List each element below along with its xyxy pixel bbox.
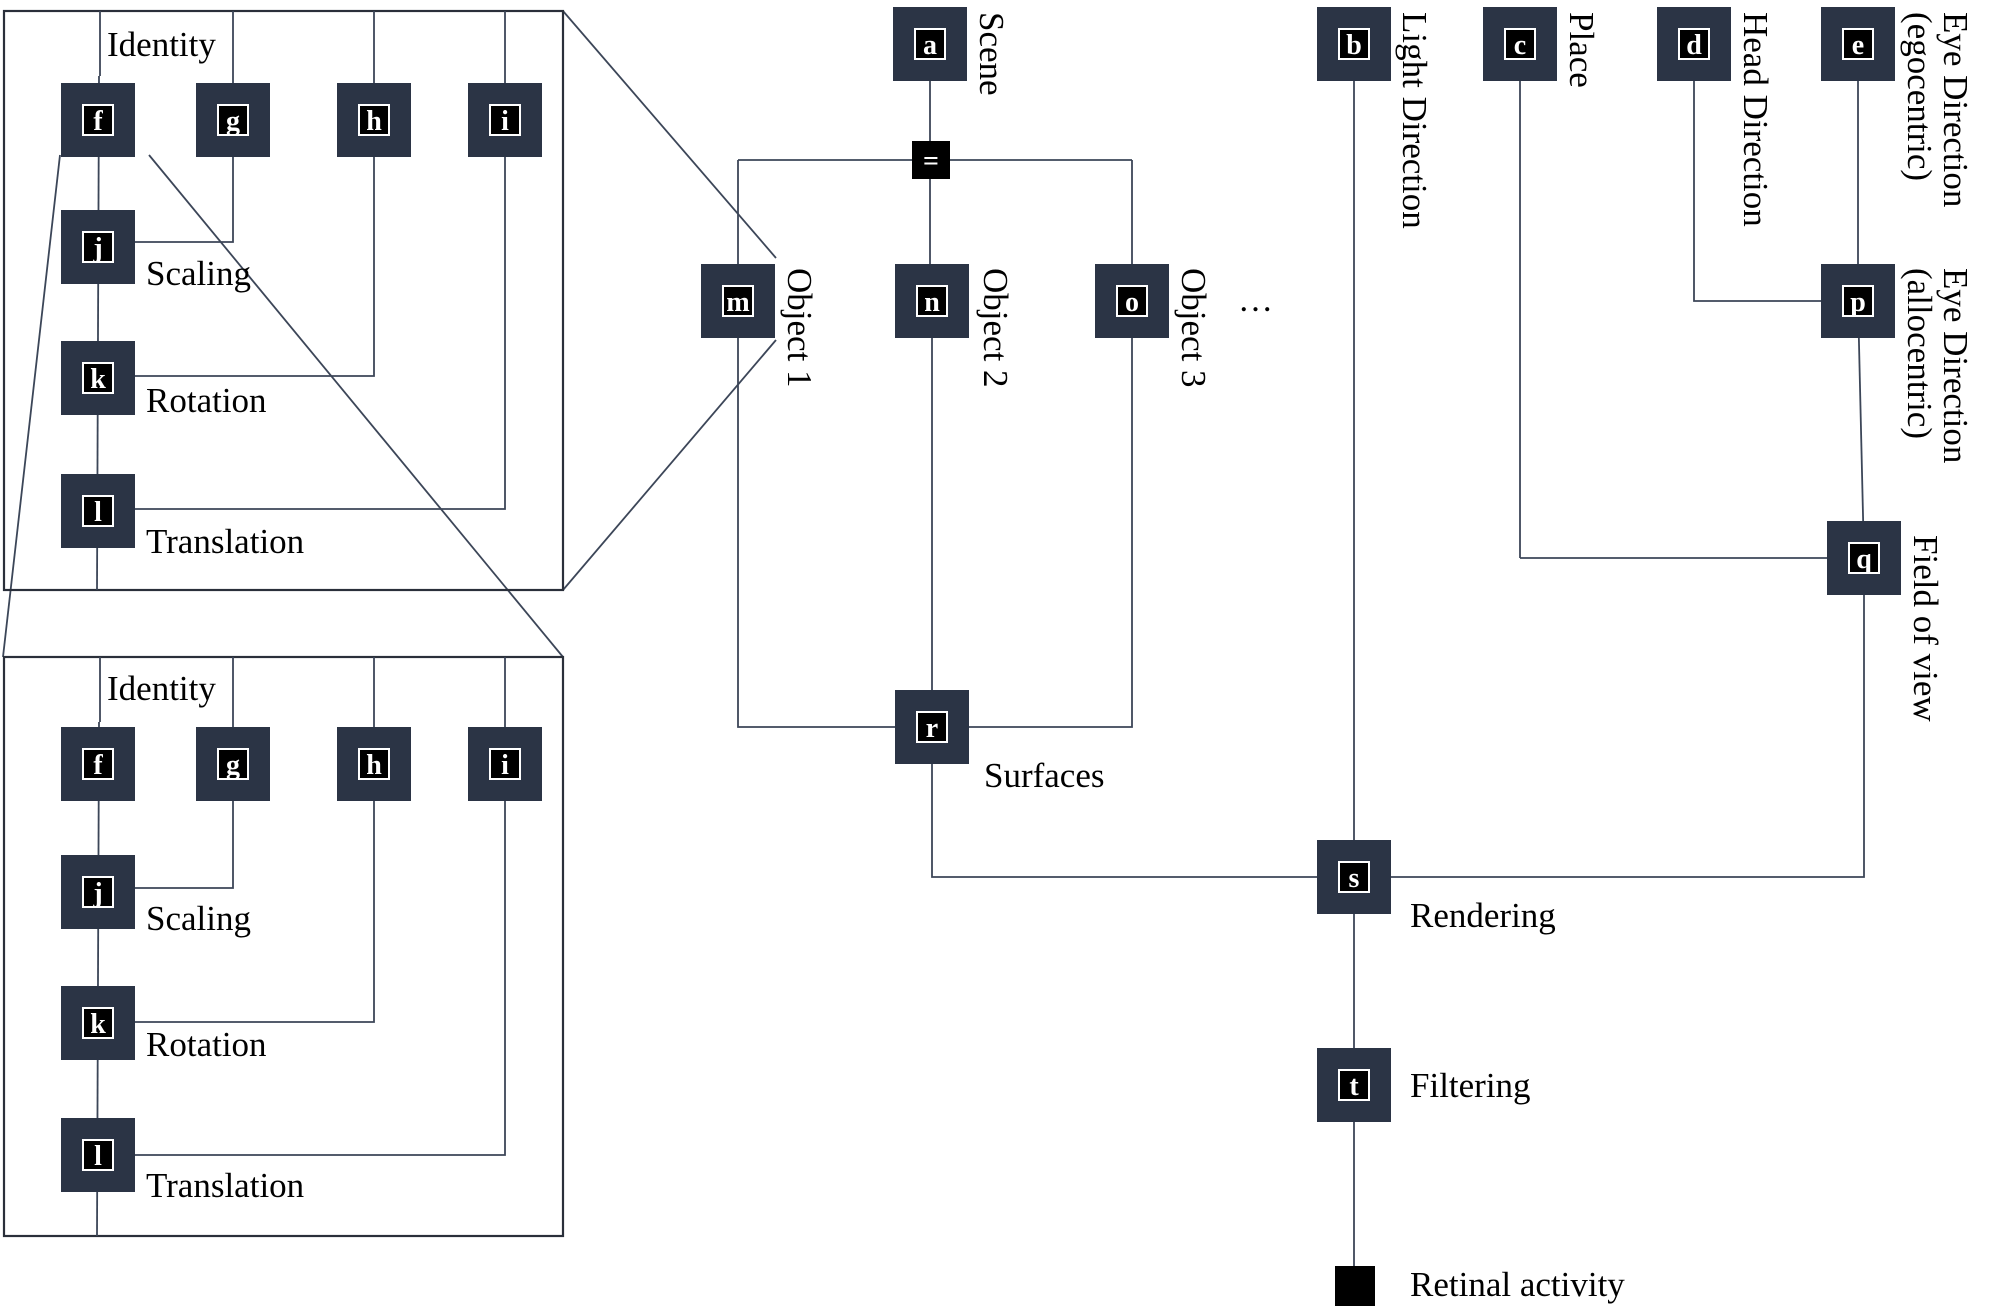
- place-label: Place: [1562, 12, 1601, 88]
- inset-top-node-h: h: [337, 83, 411, 157]
- inset-top-node-k: k: [61, 341, 135, 415]
- svg-text:k: k: [90, 1009, 106, 1040]
- node-s: s: [1317, 840, 1391, 914]
- edges: [2, 10, 1865, 1285]
- filtering-label: Filtering: [1410, 1066, 1531, 1105]
- svg-text:d: d: [1686, 30, 1702, 61]
- svg-text:c: c: [1514, 30, 1526, 61]
- svg-text:i: i: [501, 750, 509, 781]
- inset-top-node-g: g: [196, 83, 270, 157]
- svg-text:o: o: [1125, 287, 1139, 318]
- svg-text:e: e: [1852, 30, 1864, 61]
- inset-top-node-f: f: [61, 83, 135, 157]
- svg-text:h: h: [366, 106, 382, 137]
- inset-top-node-j: j: [61, 210, 135, 284]
- inset-bottom-node-k: k: [61, 986, 135, 1060]
- object-3-label: Object 3: [1174, 268, 1213, 388]
- node-o: o: [1095, 264, 1169, 338]
- node-r: r: [895, 690, 969, 764]
- svg-text:l: l: [94, 1141, 102, 1172]
- svg-text:a: a: [923, 30, 937, 61]
- rotation-label: Rotation: [146, 381, 267, 420]
- svg-text:f: f: [93, 750, 103, 781]
- inset-bottom-node-i: i: [468, 727, 542, 801]
- svg-text:g: g: [226, 106, 240, 137]
- translation-label: Translation: [146, 1166, 304, 1205]
- inset-top-node-l: l: [61, 474, 135, 548]
- inset-top-node-i: i: [468, 83, 542, 157]
- node-b: b: [1317, 7, 1391, 81]
- light-direction-label: Light Direction: [1395, 12, 1434, 229]
- node-a: a: [893, 7, 967, 81]
- field-of-view-label: Field of view: [1906, 535, 1945, 722]
- translation-label: Translation: [146, 522, 304, 561]
- object-1-label: Object 1: [780, 268, 819, 388]
- rotation-label: Rotation: [146, 1025, 267, 1064]
- node-n: n: [895, 264, 969, 338]
- svg-text:n: n: [924, 287, 940, 318]
- svg-text:=: =: [923, 146, 939, 177]
- svg-text:f: f: [93, 106, 103, 137]
- inset-bottom-node-h: h: [337, 727, 411, 801]
- svg-text:r: r: [926, 713, 938, 744]
- svg-text:h: h: [366, 750, 382, 781]
- scene-label: Scene: [972, 12, 1011, 96]
- scaling-label: Scaling: [146, 254, 251, 293]
- rendering-label: Rendering: [1410, 896, 1556, 935]
- svg-text:k: k: [90, 364, 106, 395]
- node-t: t: [1317, 1048, 1391, 1122]
- node-q: q: [1827, 521, 1901, 595]
- identity-label: Identity: [107, 25, 216, 64]
- svg-text:q: q: [1856, 544, 1872, 575]
- inset-top: Identity Scaling Rotation Translation: [2, 9, 565, 592]
- egocentric-label: (egocentric): [1900, 12, 1939, 181]
- object-2-label: Object 2: [976, 268, 1015, 388]
- svg-text:l: l: [94, 497, 102, 528]
- retinal-activity-label: Retinal activity: [1410, 1265, 1625, 1304]
- inset-bottom-node-l: l: [61, 1118, 135, 1192]
- ellipsis-label: …: [1238, 280, 1273, 319]
- identity-label: Identity: [107, 669, 216, 708]
- inset-bottom-node-f: f: [61, 727, 135, 801]
- node-e: e: [1821, 7, 1895, 81]
- svg-text:p: p: [1850, 287, 1866, 318]
- svg-text:s: s: [1349, 863, 1360, 894]
- node-d: d: [1657, 7, 1731, 81]
- head-direction-label: Head Direction: [1736, 12, 1775, 227]
- inset-bottom-node-g: g: [196, 727, 270, 801]
- eye-direction-ego-label: Eye Direction: [1936, 12, 1975, 207]
- svg-text:g: g: [226, 750, 240, 781]
- node-equals: =: [912, 141, 950, 179]
- svg-text:j: j: [92, 878, 102, 909]
- svg-text:b: b: [1346, 30, 1362, 61]
- node-m: m: [701, 264, 775, 338]
- eye-direction-allo-label: Eye Direction: [1936, 268, 1975, 463]
- scaling-label: Scaling: [146, 899, 251, 938]
- allocentric-label: (allocentric): [1900, 268, 1939, 439]
- svg-text:i: i: [501, 106, 509, 137]
- node-c: c: [1483, 7, 1557, 81]
- inset-top-frame: [2, 9, 565, 592]
- node-p: p: [1821, 264, 1895, 338]
- inset-bottom-frame: [2, 655, 565, 1238]
- inset-bottom-node-j: j: [61, 855, 135, 929]
- surfaces-label: Surfaces: [984, 756, 1105, 795]
- svg-text:j: j: [92, 233, 102, 264]
- svg-text:t: t: [1349, 1071, 1359, 1102]
- retinal-activity-node: [1335, 1266, 1375, 1306]
- svg-text:m: m: [726, 287, 749, 318]
